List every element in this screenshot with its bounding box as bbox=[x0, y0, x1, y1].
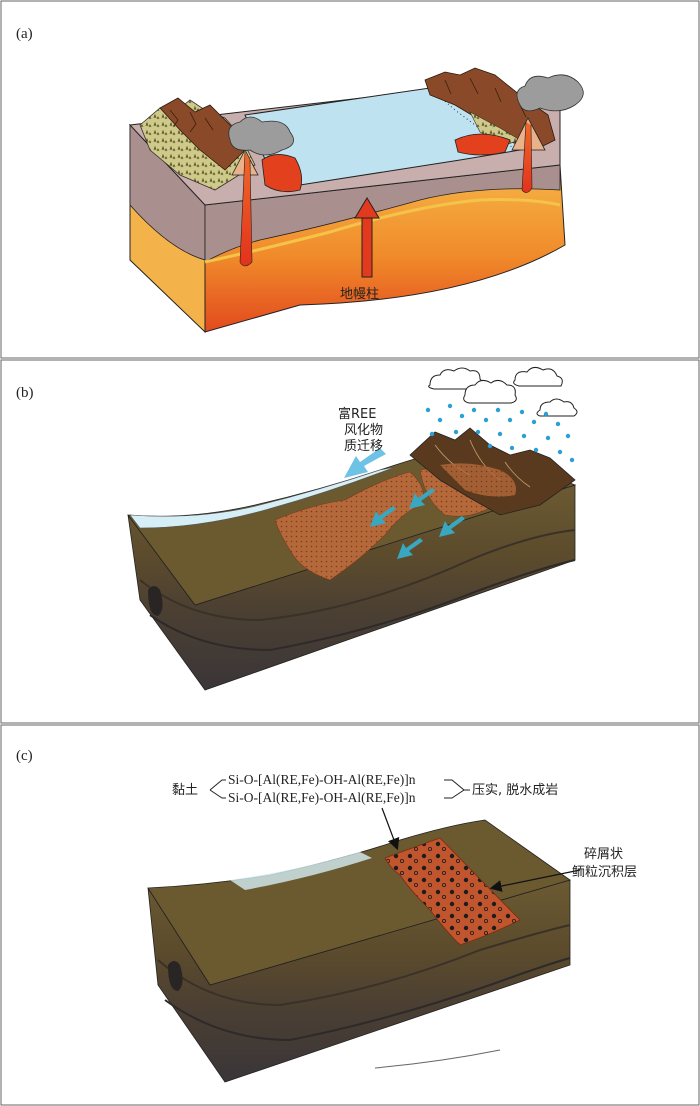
stratum-line-1 bbox=[139, 529, 576, 622]
cave-void-c bbox=[168, 961, 183, 991]
stratum-line-c1 bbox=[157, 924, 571, 1007]
raindrop-icon bbox=[425, 403, 575, 463]
panel-b-label: (b) bbox=[16, 385, 34, 401]
mantle-plume-label: 地幔柱 bbox=[340, 287, 379, 302]
pointer-arrow-icon bbox=[381, 807, 400, 851]
process-bracket bbox=[444, 779, 470, 799]
ground-crack bbox=[374, 1049, 501, 1069]
moho-line bbox=[204, 198, 561, 264]
right-lava-flow bbox=[454, 133, 511, 156]
clay-label: 黏土 bbox=[172, 782, 198, 798]
oolitic-deposit bbox=[384, 837, 521, 946]
pointer-arrow-icon-2 bbox=[489, 869, 581, 892]
stratum-line-2 bbox=[149, 559, 576, 652]
panel-a: (a) bbox=[0, 0, 700, 359]
stratum-line-c2 bbox=[164, 957, 571, 1042]
process-label: 压实, 脱水成岩 bbox=[472, 783, 558, 798]
panel-b: (b) bbox=[0, 359, 700, 724]
formula-line1: Si-O-[Al(RE,Fe)-OH-Al(RE,Fe)]n bbox=[228, 772, 416, 787]
panel-c: (c) 黏土 Si-O-[Al(RE,Fe)-OH-Al(RE,Fe)]n Si… bbox=[0, 724, 700, 1106]
left-lava-flow bbox=[261, 154, 303, 193]
clay-bracket bbox=[209, 779, 226, 799]
deposit-label-line2: 鲕粒沉积层 bbox=[572, 865, 637, 880]
lake-margin-c bbox=[230, 852, 372, 890]
ree-weathered-zone-3 bbox=[440, 463, 516, 497]
panel-a-label: (a) bbox=[16, 26, 33, 42]
left-mountain-ridges bbox=[169, 109, 214, 133]
up-arrow-icon bbox=[354, 197, 380, 278]
migration-label-line1: 富REE bbox=[338, 406, 376, 422]
right-vegetated-slope bbox=[469, 111, 521, 146]
ree-weathered-zone-1 bbox=[274, 471, 424, 581]
right-ash-cloud bbox=[516, 74, 584, 112]
left-ash-cloud bbox=[228, 116, 294, 156]
right-mountain-ridges bbox=[444, 77, 527, 118]
cloud-icon bbox=[428, 366, 578, 417]
cave-void bbox=[148, 586, 163, 616]
migration-label-line2: 风化物 bbox=[344, 423, 383, 438]
deposit-label-line1: 碎屑状 bbox=[584, 847, 623, 862]
formula-line2: Si-O-[Al(RE,Fe)-OH-Al(RE,Fe)]n bbox=[228, 790, 416, 805]
panel-c-label: (c) bbox=[16, 748, 33, 764]
migration-label-line3: 质迁移 bbox=[344, 439, 383, 454]
right-magma-conduit bbox=[521, 121, 533, 193]
left-magma-conduit bbox=[239, 151, 253, 267]
flow-arrow-icon bbox=[344, 448, 386, 478]
lake-margin bbox=[129, 466, 396, 529]
flow-arrows-teal bbox=[370, 488, 465, 559]
